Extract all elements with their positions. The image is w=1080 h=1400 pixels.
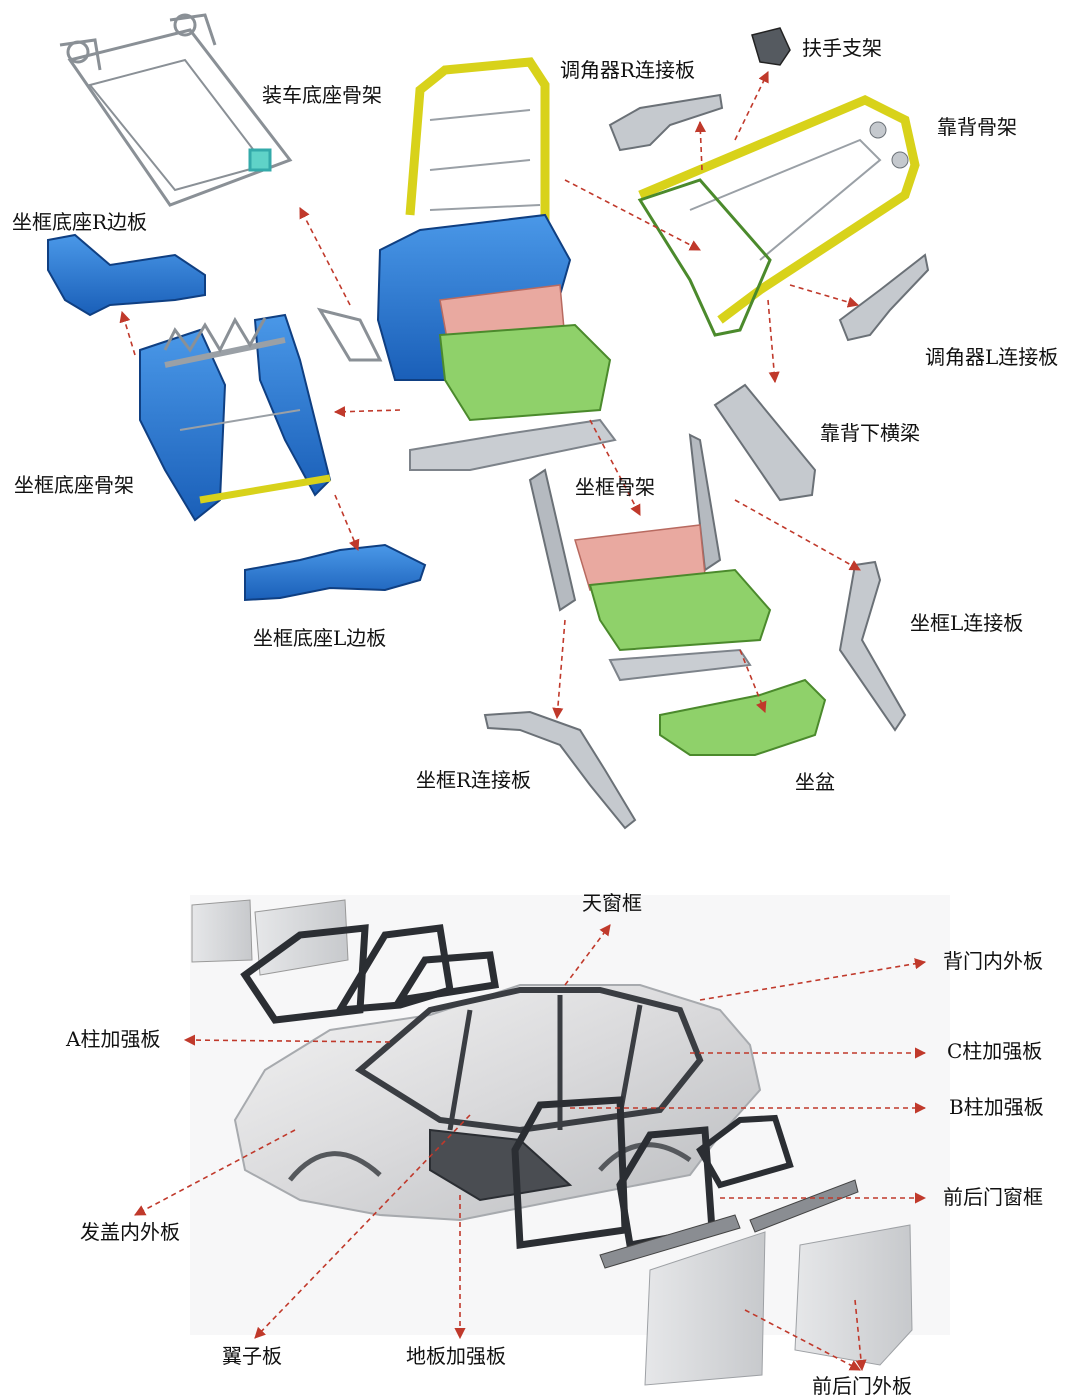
- seat-base-frame-part: [139, 313, 332, 522]
- label-seat-base-r-side: 坐框底座R边板: [12, 210, 148, 234]
- car-diagram: [134, 895, 950, 1386]
- label-seat-r-plate: 坐框R连接板: [416, 768, 532, 792]
- seat-r-plate-part: [483, 710, 637, 830]
- door-frame-right-2: [616, 1126, 716, 1250]
- base-frame-part: [59, 13, 293, 207]
- arrow-sunroof: [564, 924, 611, 986]
- arrow-seat-r: [552, 619, 566, 720]
- arrow-seat-base-frame: [333, 406, 401, 418]
- label-seat-frame: 坐框骨架: [575, 475, 655, 499]
- label-seat-pan: 坐盆: [795, 770, 835, 794]
- seat-base-l-side-part: [244, 543, 427, 602]
- arrow-seat-base-r: [119, 310, 136, 356]
- car-body: [233, 984, 762, 1222]
- label-b-pillar: B柱加强板: [949, 1095, 1044, 1119]
- door-frame-top-3: [392, 951, 500, 1005]
- seat-arrows: [119, 70, 861, 720]
- outer-door-front: [644, 1231, 766, 1386]
- armrest-bracket-part: [751, 27, 791, 66]
- outer-door-rear: [794, 1224, 913, 1366]
- arrow-lower-beam: [767, 299, 780, 384]
- seat-diagram: [47, 13, 930, 830]
- arrow-backrest: [564, 179, 701, 251]
- label-c-pillar: C柱加强板: [947, 1039, 1043, 1063]
- window-rail-1: [599, 1214, 741, 1269]
- assembled-seat-part: [316, 57, 617, 471]
- car-cage: [354, 987, 704, 1134]
- seat-l-plate-part: [838, 560, 907, 732]
- door-frame-right-1: [511, 1096, 629, 1250]
- label-backrest-lower-beam: 靠背下横梁: [820, 421, 920, 445]
- arrow-base-frame: [299, 207, 351, 306]
- label-fender: 翼子板: [222, 1344, 282, 1368]
- door-frame-right-3: [696, 1114, 794, 1189]
- arrow-hood: [134, 1129, 296, 1216]
- arrow-recliner-l: [789, 284, 860, 308]
- backrest-frame-part: [637, 95, 920, 337]
- label-seat-l-plate: 坐框L连接板: [910, 611, 1024, 635]
- arrow-outer-door-1: [744, 1309, 861, 1371]
- arrow-fender: [254, 1114, 471, 1339]
- arrow-armrest: [734, 70, 769, 141]
- label-door-window-frames: 前后门窗框: [943, 1185, 1043, 1209]
- label-a-pillar: A柱加强板: [66, 1027, 161, 1051]
- arrow-seat-base-l: [334, 494, 360, 552]
- label-seat-base-l-side: 坐框底座L边板: [253, 626, 387, 650]
- door-panel-top-1: [191, 899, 253, 963]
- arrow-recliner-r: [694, 120, 707, 171]
- label-armrest-bracket: 扶手支架: [802, 36, 882, 60]
- window-rail-2: [749, 1179, 859, 1233]
- label-door-outer-panels: 前后门外板: [812, 1374, 912, 1398]
- car-arrows: [134, 924, 927, 1372]
- arrow-a-pillar: [183, 1034, 391, 1046]
- arrow-seat-pan: [739, 649, 767, 714]
- seat-base-r-side-part: [47, 233, 206, 317]
- arrow-outer-door-2: [854, 1299, 867, 1372]
- recliner-l-plate-part: [838, 253, 930, 342]
- label-hood-panels: 发盖内外板: [80, 1220, 180, 1244]
- label-recliner-l-plate: 调角器L连接板: [925, 345, 1059, 369]
- recliner-r-plate-part: [608, 93, 724, 152]
- label-base-frame: 装车底座骨架: [262, 83, 382, 107]
- seat-pan-part: [659, 678, 827, 756]
- backrest-lower-beam-part: [713, 383, 817, 502]
- label-seat-base-frame: 坐框底座骨架: [14, 473, 134, 497]
- label-recliner-r-plate: 调角器R连接板: [560, 58, 696, 82]
- label-backrest-frame: 靠背骨架: [937, 115, 1017, 139]
- label-floor-reinforcement: 地板加强板: [406, 1344, 506, 1368]
- label-sunroof-frame: 天窗框: [582, 891, 642, 915]
- arrow-tailgate: [699, 958, 927, 1001]
- label-tailgate-panels: 背门内外板: [943, 949, 1043, 973]
- arrow-seat-l: [734, 499, 861, 571]
- seat-frame-part: [528, 433, 772, 682]
